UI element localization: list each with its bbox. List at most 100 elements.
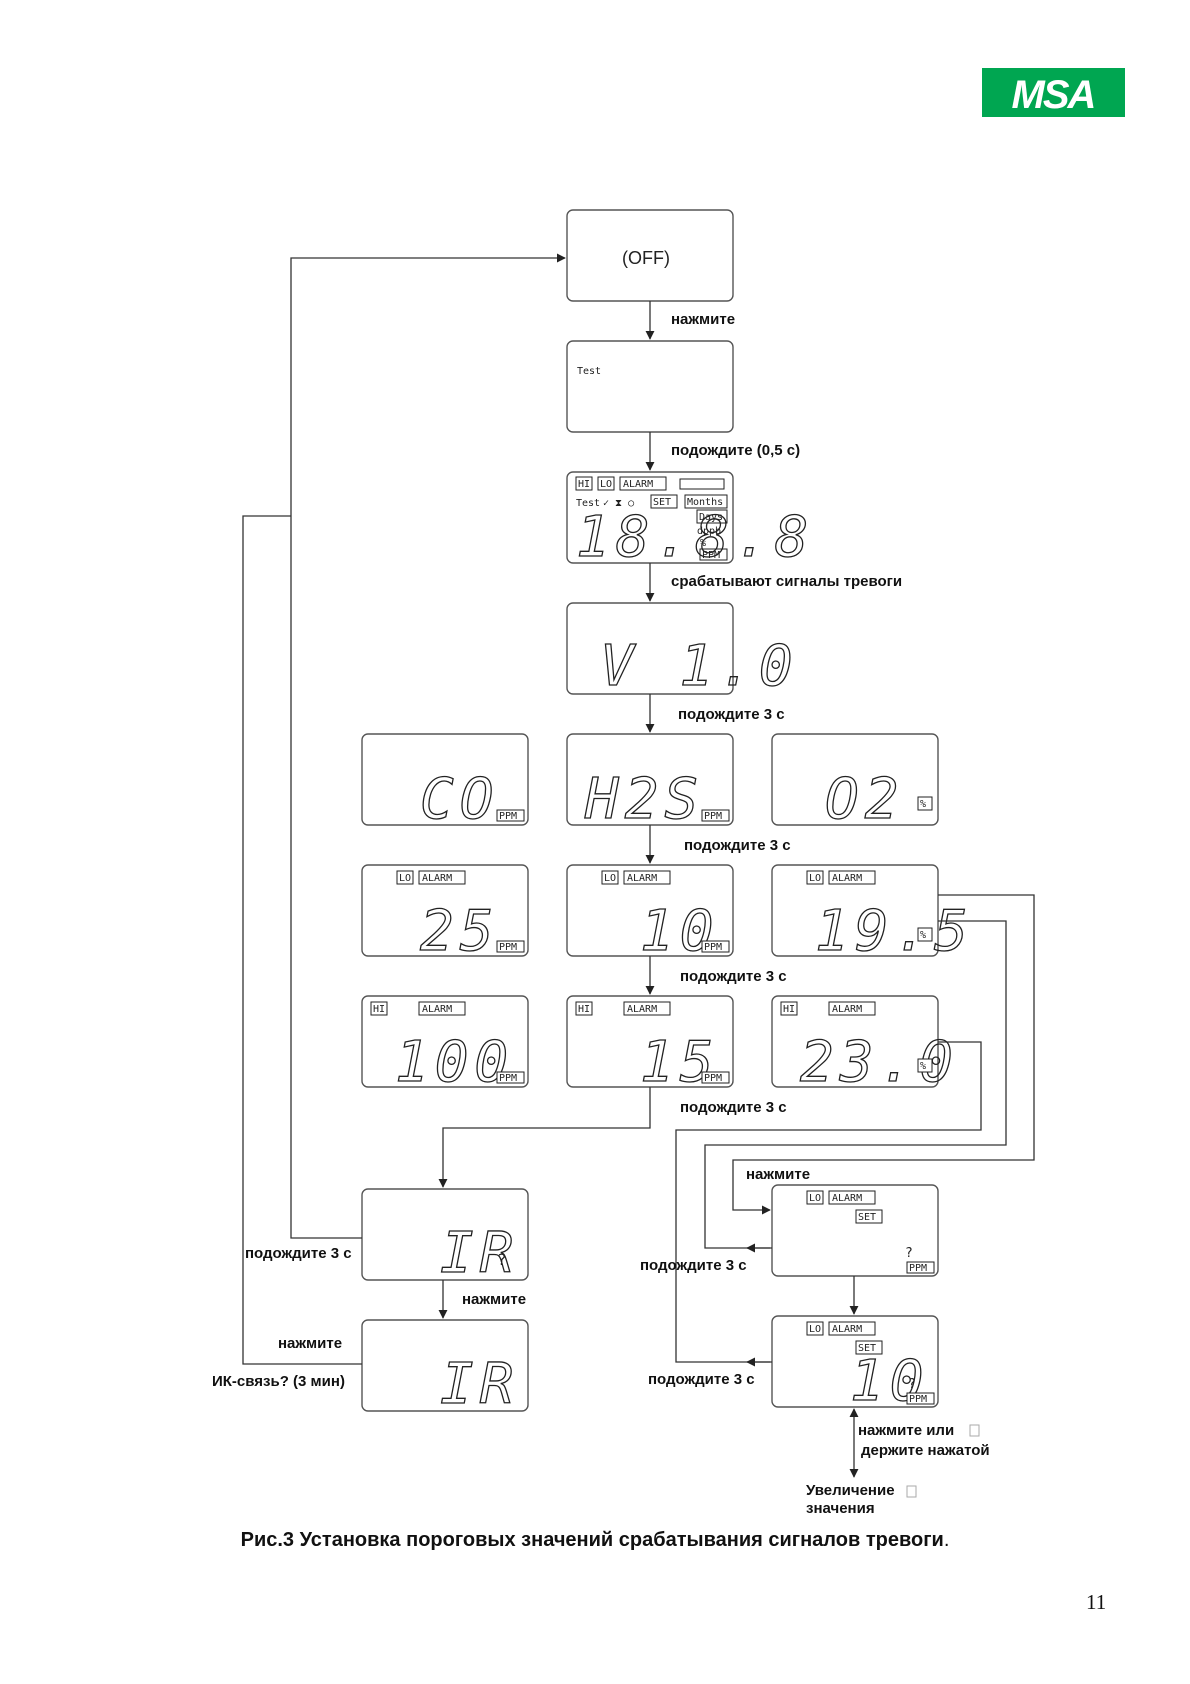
display-lo-o2: LO ALARM 19.5 % (771, 864, 974, 965)
tag-set: SET (858, 1343, 876, 1354)
label-wait-3-value: подождите 3 с (648, 1371, 755, 1388)
label-press-or: нажмите или (858, 1422, 954, 1439)
lo-h2s-value: 10 (640, 899, 719, 964)
label-alarms-trigger: срабатывают сигналы тревоги (671, 573, 902, 590)
tag-lo: LO (809, 1193, 821, 1204)
check-icon: ✓ ⧗ ○ (603, 498, 634, 509)
gas-o2-value: O2 (825, 767, 904, 832)
tag-alarm: ALARM (832, 1004, 862, 1015)
tag-lo: LO (600, 479, 612, 490)
label-value: значения (806, 1500, 875, 1517)
display-hi-h2s: HI ALARM 15 PPM (566, 995, 734, 1096)
test-label: Test (577, 366, 601, 377)
figure-caption: Рис.3 Установка пороговых значений сраба… (0, 1529, 1190, 1552)
display-off: (OFF) (566, 209, 734, 302)
tag-set: SET (653, 497, 671, 508)
display-gas-o2: O2 % (771, 733, 939, 833)
display-version: V 1.0 (566, 602, 799, 700)
tag-hi: HI (783, 1004, 795, 1015)
unit-pct: % (920, 1061, 926, 1072)
label-wait-3-ir: подождите 3 с (245, 1245, 352, 1262)
label-wait-0-5: подождите (0,5 с) (671, 442, 800, 459)
display-all-segments: HI LO ALARM Test ✓ ⧗ ○ SET Months Days d… (566, 471, 814, 571)
question-mark-icon: ? (908, 1377, 916, 1392)
display-ir: IR (361, 1319, 529, 1418)
msa-logo: MSA (982, 68, 1125, 117)
tag-hi: HI (578, 1004, 590, 1015)
unit-ppm: PPM (704, 942, 722, 953)
unit-ppm: PPM (499, 1073, 517, 1084)
hi-co-value: 100 (395, 1030, 514, 1095)
button-icon (969, 1424, 980, 1437)
lo-o2-value: 19.5 (815, 899, 974, 964)
label-wait-3: подождите 3 с (680, 1099, 787, 1116)
label-hold: держите нажатой (861, 1442, 990, 1459)
tag-alarm: ALARM (627, 1004, 657, 1015)
label-wait-3: подождите 3 с (684, 837, 791, 854)
tag-ppm: PPM (702, 550, 720, 561)
tag-hi: HI (373, 1004, 385, 1015)
ir-value: IR (440, 1352, 519, 1417)
caption-text: Рис.3 Установка пороговых значений сраба… (240, 1529, 944, 1551)
display-lo-co: LO ALARM 25 PPM (361, 864, 529, 965)
connectors (242, 253, 1035, 1478)
unit-ppm: PPM (909, 1263, 927, 1274)
question-mark-icon: ? (905, 1246, 913, 1261)
tag-lo: LO (809, 1324, 821, 1335)
tag-test: Test (576, 498, 600, 509)
tag-months: Months (687, 497, 723, 508)
display-set-value: LO ALARM SET 10 ? PPM (771, 1315, 939, 1415)
display-lo-h2s: LO ALARM 10 PPM (566, 864, 734, 965)
tag-pct: % (700, 538, 706, 549)
gas-h2s-value: H2S (584, 767, 704, 832)
page-number: 11 (1086, 1590, 1107, 1614)
label-ir-link: ИК-связь? (3 мин) (212, 1373, 345, 1390)
msa-logo-mark: MSA (1012, 73, 1097, 117)
display-gas-co: CO PPM (361, 733, 529, 833)
display-hi-o2: HI ALARM 23.0 % (771, 995, 959, 1096)
tag-set: SET (858, 1212, 876, 1223)
display-ir-question: IR ? (361, 1188, 529, 1287)
hi-h2s-value: 15 (640, 1030, 719, 1095)
unit-ppm: PPM (499, 811, 517, 822)
tag-alarm: ALARM (422, 873, 452, 884)
all-segments-value: 18.8.8 (576, 505, 814, 570)
tag-alarm: ALARM (832, 1193, 862, 1204)
tag-alarm: ALARM (422, 1004, 452, 1015)
label-press-set: нажмите (746, 1166, 810, 1183)
label-wait-3: подождите 3 с (678, 706, 785, 723)
display-test: Test (566, 340, 734, 433)
hi-o2-value: 23.0 (800, 1030, 959, 1095)
tag-lo: LO (604, 873, 616, 884)
display-gas-h2s: H2S PPM (566, 733, 734, 833)
tag-dppb: dppb (697, 526, 721, 537)
logo-text: MSA (1012, 73, 1095, 117)
label-press-ir: нажмите (462, 1291, 526, 1308)
tag-alarm: ALARM (832, 873, 862, 884)
unit-ppm: PPM (499, 942, 517, 953)
unit-ppm: PPM (704, 1073, 722, 1084)
tag-lo: LO (399, 873, 411, 884)
off-text: (OFF) (622, 248, 670, 268)
tag-lo: LO (809, 873, 821, 884)
unit-pct: % (920, 799, 926, 810)
label-increase: Увеличение (806, 1482, 895, 1499)
unit-ppm: PPM (704, 811, 722, 822)
caption-dot: . (943, 1529, 950, 1551)
label-wait-3: подождите 3 с (680, 968, 787, 985)
unit-ppm: PPM (909, 1394, 927, 1405)
ir-question-value: IR (440, 1221, 519, 1286)
tag-hi: HI (578, 479, 590, 490)
tag-alarm: ALARM (623, 479, 653, 490)
label-press: нажмите (671, 311, 735, 328)
display-set-prompt: LO ALARM SET ? PPM (771, 1184, 939, 1277)
display-hi-co: HI ALARM 100 PPM (361, 995, 529, 1096)
label-press-left: нажмите (278, 1335, 342, 1352)
lo-co-value: 25 (420, 899, 499, 964)
version-value: V 1.0 (600, 634, 799, 699)
flow-labels: нажмите подождите (0,5 с) срабатывают си… (212, 311, 990, 1517)
label-wait-3-set: подождите 3 с (640, 1257, 747, 1274)
tag-alarm: ALARM (832, 1324, 862, 1335)
gas-co-value: CO (420, 767, 499, 832)
